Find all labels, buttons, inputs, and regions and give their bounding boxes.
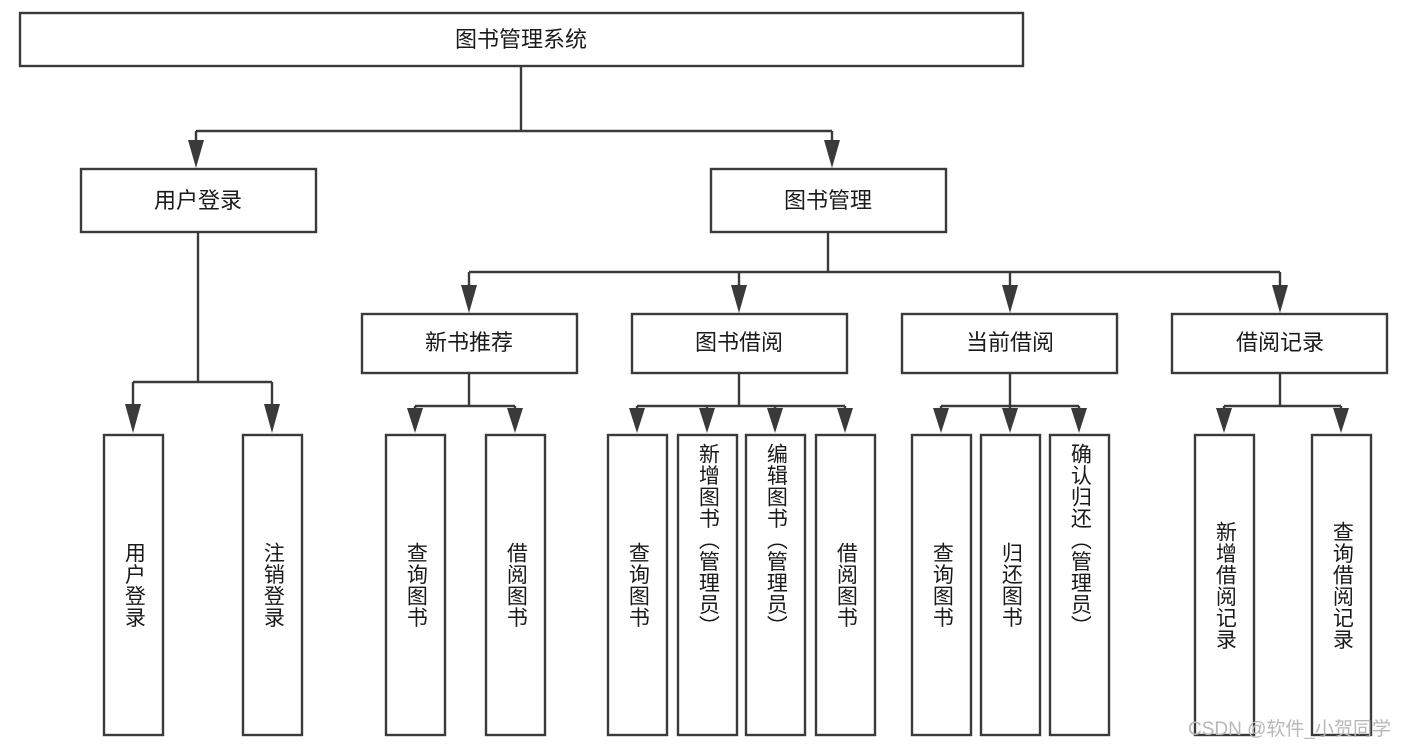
node-leaf-query-book-1[interactable]: [384, 433, 447, 737]
node-book-borrow[interactable]: [630, 312, 849, 375]
node-leaf-query-book-3[interactable]: [910, 433, 973, 737]
arrow-to-current-borrow-icon: [1002, 285, 1018, 313]
node-leaf-add-record[interactable]: [1193, 433, 1256, 737]
node-current-borrow-label: 当前借阅: [966, 330, 1054, 355]
arrow-leaf-confirm-return-icon: [1071, 408, 1087, 433]
node-leaf-user-login[interactable]: [102, 433, 165, 737]
arrow-to-book-manage-icon: [824, 140, 840, 168]
node-user-login-label: 用户登录: [154, 188, 242, 213]
arrow-leaf-query-book-1-icon: [407, 408, 423, 433]
csdn-watermark: CSDN @软件_小贺同学: [1188, 719, 1391, 740]
node-leaf-confirm-return[interactable]: [1048, 433, 1111, 737]
node-root[interactable]: [18, 11, 1025, 68]
node-leaf-query-book-2[interactable]: [606, 433, 669, 737]
node-new-book-rec-label: 新书推荐: [425, 330, 513, 355]
node-leaf-add-book[interactable]: [676, 433, 739, 737]
arrow-to-book-borrow-icon: [731, 285, 747, 313]
node-leaf-return-book[interactable]: [979, 433, 1042, 737]
arrow-leaf-query-book-2-icon: [629, 408, 645, 433]
arrow-leaf-borrow-book-1-icon: [507, 408, 523, 433]
node-borrow-record-label: 借阅记录: [1236, 330, 1324, 355]
arrow-leaf-logout-icon: [264, 404, 280, 433]
arrow-leaf-add-book-icon: [699, 408, 715, 433]
node-borrow-record[interactable]: [1170, 312, 1389, 375]
arrow-to-user-login-icon: [188, 140, 204, 168]
node-root-label: 图书管理系统: [455, 27, 587, 52]
arrow-leaf-add-record-icon: [1216, 408, 1232, 433]
node-new-book-rec[interactable]: [360, 312, 579, 375]
node-leaf-borrow-book-2[interactable]: [814, 433, 877, 737]
arrow-leaf-user-login-icon: [125, 404, 141, 433]
arrow-leaf-edit-book-icon: [767, 408, 783, 433]
arrow-leaf-query-book-3-icon: [933, 408, 949, 433]
arrow-to-new-book-rec-icon: [461, 285, 477, 313]
node-book-manage-label: 图书管理: [784, 188, 872, 213]
node-current-borrow[interactable]: [900, 312, 1119, 375]
arrow-leaf-query-record-icon: [1333, 408, 1349, 433]
arrow-leaf-borrow-book-2-icon: [837, 408, 853, 433]
node-leaf-edit-book[interactable]: [744, 433, 807, 737]
node-leaf-query-record[interactable]: [1310, 433, 1373, 737]
node-book-manage[interactable]: [709, 167, 948, 234]
arrow-to-borrow-record-icon: [1272, 285, 1288, 313]
arrow-leaf-return-book-icon: [1002, 408, 1018, 433]
node-leaf-logout[interactable]: [241, 433, 304, 737]
node-leaf-borrow-book-1[interactable]: [484, 433, 547, 737]
node-book-borrow-label: 图书借阅: [695, 330, 783, 355]
